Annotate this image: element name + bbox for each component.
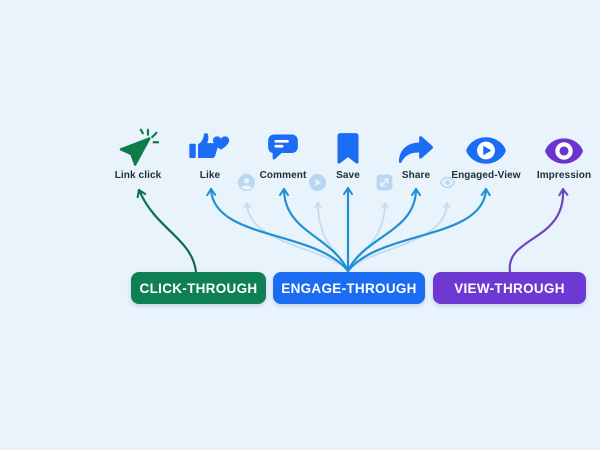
click-through-button[interactable]: CLICK-THROUGH <box>131 272 266 304</box>
engage-through-button[interactable]: ENGAGE-THROUGH <box>273 272 425 304</box>
speech-bubble-icon <box>265 126 301 166</box>
ghost-expand-icon <box>376 174 393 191</box>
node-label: Save <box>336 170 360 181</box>
bookmark-icon <box>334 126 362 166</box>
node-save: Save <box>303 126 393 181</box>
ghost-profile-icon <box>238 174 255 191</box>
node-share: Share <box>371 126 461 181</box>
node-link-click: Link click <box>93 126 183 181</box>
arrow-click-to-link-click <box>136 188 198 274</box>
node-comment: Comment <box>238 126 328 181</box>
arrow-engage-to-comment <box>278 187 350 273</box>
arrow-engage-to-profile-ghost <box>247 202 349 271</box>
arrow-engage-to-eye-ghost <box>347 202 447 271</box>
share-arrow-icon <box>398 126 434 166</box>
arrow-engage-to-play-ghost <box>318 202 349 271</box>
node-label: Engaged-View <box>451 170 521 181</box>
eye-icon <box>544 126 584 166</box>
view-through-button[interactable]: VIEW-THROUGH <box>433 272 586 304</box>
arrow-engage-to-share <box>346 187 422 273</box>
arrow-view-to-impression <box>508 187 569 274</box>
node-label: Share <box>401 170 431 181</box>
arrow-engage-to-like <box>206 187 350 273</box>
arrow-engage-to-expand-ghost <box>347 202 385 271</box>
node-label: Link click <box>114 170 162 181</box>
node-engaged-view: Engaged-View <box>441 126 531 181</box>
node-label: Impression <box>536 170 592 181</box>
eye-play-icon <box>465 126 507 166</box>
thumb-up-heart-icon <box>187 126 233 166</box>
node-label: Comment <box>259 170 307 181</box>
ghost-play-icon <box>309 174 326 191</box>
node-label: Like <box>199 170 221 181</box>
ghost-eye-icon <box>439 174 456 191</box>
arrow-engage-to-engaged-view <box>346 187 491 273</box>
cursor-click-icon <box>117 126 159 166</box>
node-like: Like <box>165 126 255 181</box>
node-impression: Impression <box>519 126 600 181</box>
